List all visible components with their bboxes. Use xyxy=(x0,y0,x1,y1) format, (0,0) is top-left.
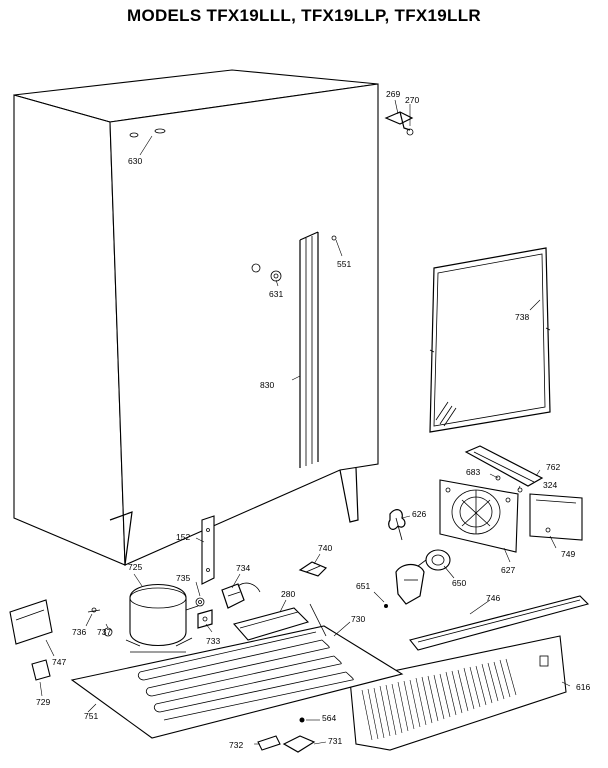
callout-747: 747 xyxy=(52,657,67,667)
callout-564: 564 xyxy=(322,713,337,723)
leader-lines xyxy=(39,99,571,745)
hinge-parts xyxy=(384,111,414,136)
clip-740 xyxy=(298,561,328,577)
fan-motor xyxy=(417,549,451,571)
cabinet xyxy=(13,69,379,566)
callout-734: 734 xyxy=(236,563,251,573)
callout-740: 740 xyxy=(318,543,333,553)
callout-730: 730 xyxy=(351,614,366,624)
callout-627: 627 xyxy=(501,565,516,575)
callout-616: 616 xyxy=(576,682,591,692)
callout-650: 650 xyxy=(452,578,467,588)
callout-683: 683 xyxy=(466,467,481,477)
callout-551: 551 xyxy=(337,259,352,269)
callout-732: 732 xyxy=(229,740,244,750)
callout-735: 735 xyxy=(176,573,191,583)
callout-626: 626 xyxy=(412,509,427,519)
bracket-152 xyxy=(201,515,215,585)
callout-725: 725 xyxy=(128,562,143,572)
callout-729: 729 xyxy=(36,697,51,707)
callout-324: 324 xyxy=(543,480,558,490)
bottom-small-parts xyxy=(257,717,316,753)
diagram-title: MODELS TFX19LLL, TFX19LLP, TFX19LLR xyxy=(126,6,481,25)
callout-733: 733 xyxy=(206,636,221,646)
fan-shroud xyxy=(439,479,519,553)
callout-737: 737 xyxy=(97,627,112,637)
callout-631: 631 xyxy=(269,289,284,299)
compressor xyxy=(125,583,199,653)
callout-269: 269 xyxy=(386,89,401,99)
callout-830: 830 xyxy=(260,380,275,390)
callout-651: 651 xyxy=(356,581,371,591)
base-assembly xyxy=(70,603,404,739)
gasket-frame xyxy=(429,247,551,433)
panel-749 xyxy=(529,493,583,541)
callout-751: 751 xyxy=(84,711,99,721)
callout-762: 762 xyxy=(546,462,561,472)
callout-630: 630 xyxy=(128,156,143,166)
callout-736: 736 xyxy=(72,627,87,637)
strip-746 xyxy=(409,595,590,651)
callout-280: 280 xyxy=(281,589,296,599)
callout-738: 738 xyxy=(515,312,530,322)
motor-bracket xyxy=(384,563,425,608)
fan-blade xyxy=(388,509,406,541)
callout-152: 152 xyxy=(176,532,191,542)
callout-731: 731 xyxy=(328,736,343,746)
left-parts xyxy=(9,599,113,681)
condenser-coil xyxy=(137,631,354,721)
toe-grille xyxy=(349,635,567,751)
callout-746: 746 xyxy=(486,593,501,603)
callout-749: 749 xyxy=(561,549,576,559)
relay-parts xyxy=(195,597,213,629)
drain-tray xyxy=(233,607,310,641)
overload-734 xyxy=(221,582,261,609)
grille-slots xyxy=(361,658,517,741)
callout-270: 270 xyxy=(405,95,420,105)
